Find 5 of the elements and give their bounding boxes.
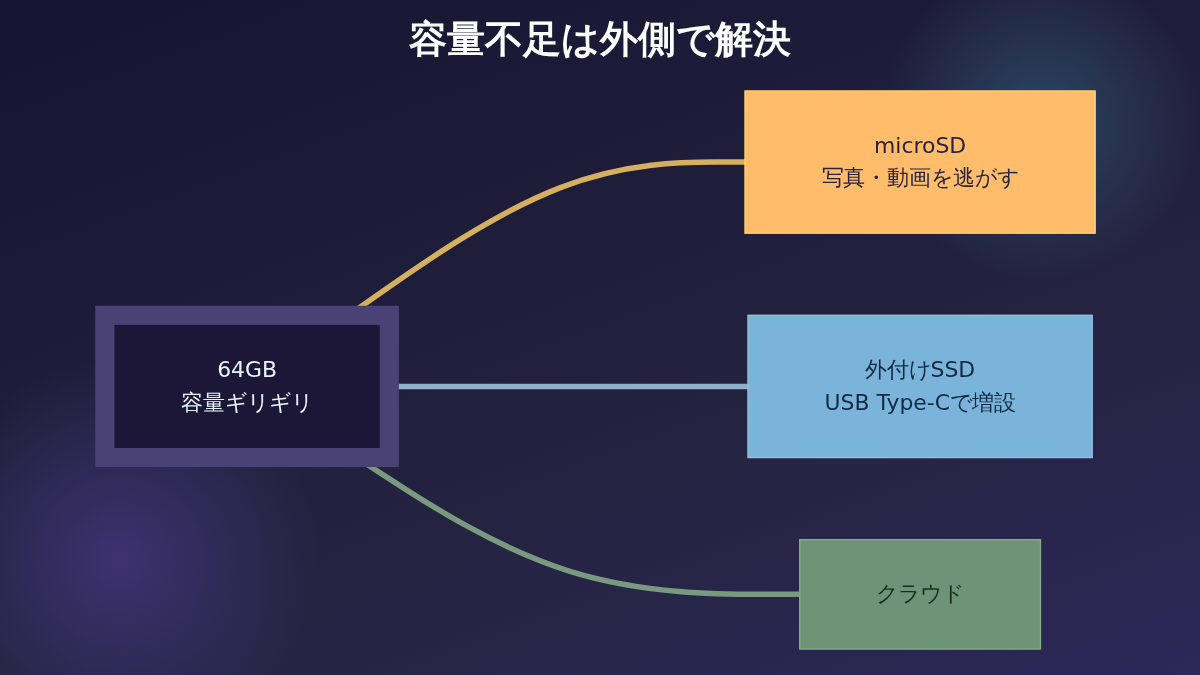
- title: 容量不足は外側で解決: [409, 16, 791, 63]
- node-box: クラウド: [799, 538, 1042, 650]
- node-box: 外付けSSD USB Type-Cで増設: [747, 314, 1093, 459]
- node-box: microSD 写真・動画を逃がす: [744, 90, 1096, 234]
- node-box: 64GB 容量ギリギリ: [95, 305, 399, 468]
